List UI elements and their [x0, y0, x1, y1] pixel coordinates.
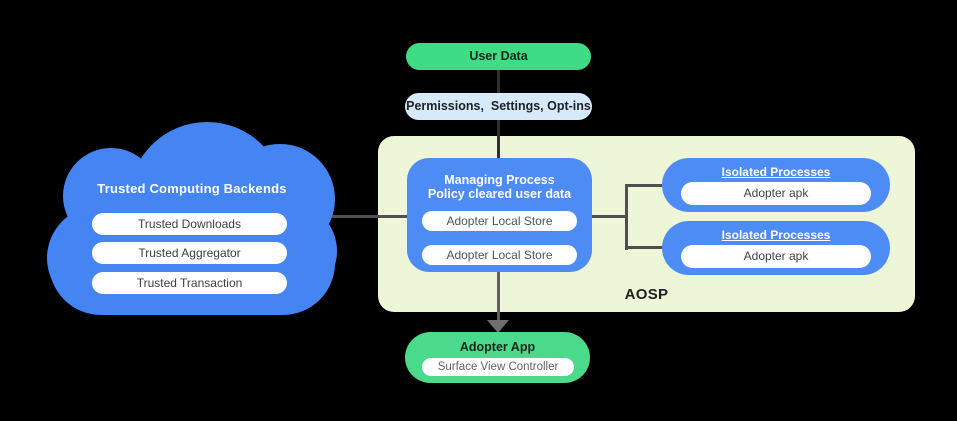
trusted-computing-backends-cloud: Trusted Computing Backends Trusted Downl… [47, 122, 337, 315]
aosp-label: AOSP [624, 286, 669, 303]
permissions-settings-optins-node: Permissions, Settings, Opt-ins [405, 93, 592, 120]
adopter-app-node: Adopter App Surface View Controller [405, 332, 590, 383]
cloud-pill-trusted-transaction: Trusted Transaction [92, 272, 287, 294]
adopter-apk-pill-1: Adopter apk [681, 182, 871, 205]
user-data-node: User Data [406, 43, 591, 70]
managing-process-title-line2: Policy cleared user data [427, 187, 572, 201]
connector-cloud-to-managing [325, 215, 408, 218]
isolated-processes-title-2: Isolated Processes [721, 228, 831, 242]
connector-permissions-to-managing [497, 120, 500, 159]
cloud-title: Trusted Computing Backends [97, 181, 287, 196]
cloud-pill-trusted-downloads: Trusted Downloads [92, 213, 287, 235]
connector-split-to-isolated-2 [625, 246, 662, 249]
surface-view-controller-pill: Surface View Controller [422, 358, 574, 376]
managing-process-title-line1: Managing Process [444, 173, 555, 187]
isolated-processes-node-1: Isolated Processes Adopter apk [662, 158, 890, 212]
adopter-local-store-pill-2: Adopter Local Store [422, 245, 577, 265]
isolated-processes-title-1: Isolated Processes [721, 165, 831, 179]
isolated-processes-node-2: Isolated Processes Adopter apk [662, 221, 890, 275]
managing-process-node: Managing Process Policy cleared user dat… [407, 158, 592, 272]
adopter-local-store-pill-1: Adopter Local Store [422, 211, 577, 231]
managing-process-title: Managing Process Policy cleared user dat… [407, 173, 592, 201]
connector-managing-to-adopter [497, 272, 500, 320]
connector-split-to-isolated-1 [625, 184, 662, 187]
connector-managing-to-split [592, 215, 628, 218]
connector-split-vertical [625, 184, 628, 250]
cloud-pill-trusted-aggregator: Trusted Aggregator [92, 242, 287, 264]
adopter-app-title: Adopter App [459, 340, 536, 354]
arrow-down-icon [487, 320, 509, 333]
connector-userdata-to-permissions [497, 70, 500, 93]
adopter-apk-pill-2: Adopter apk [681, 245, 871, 268]
